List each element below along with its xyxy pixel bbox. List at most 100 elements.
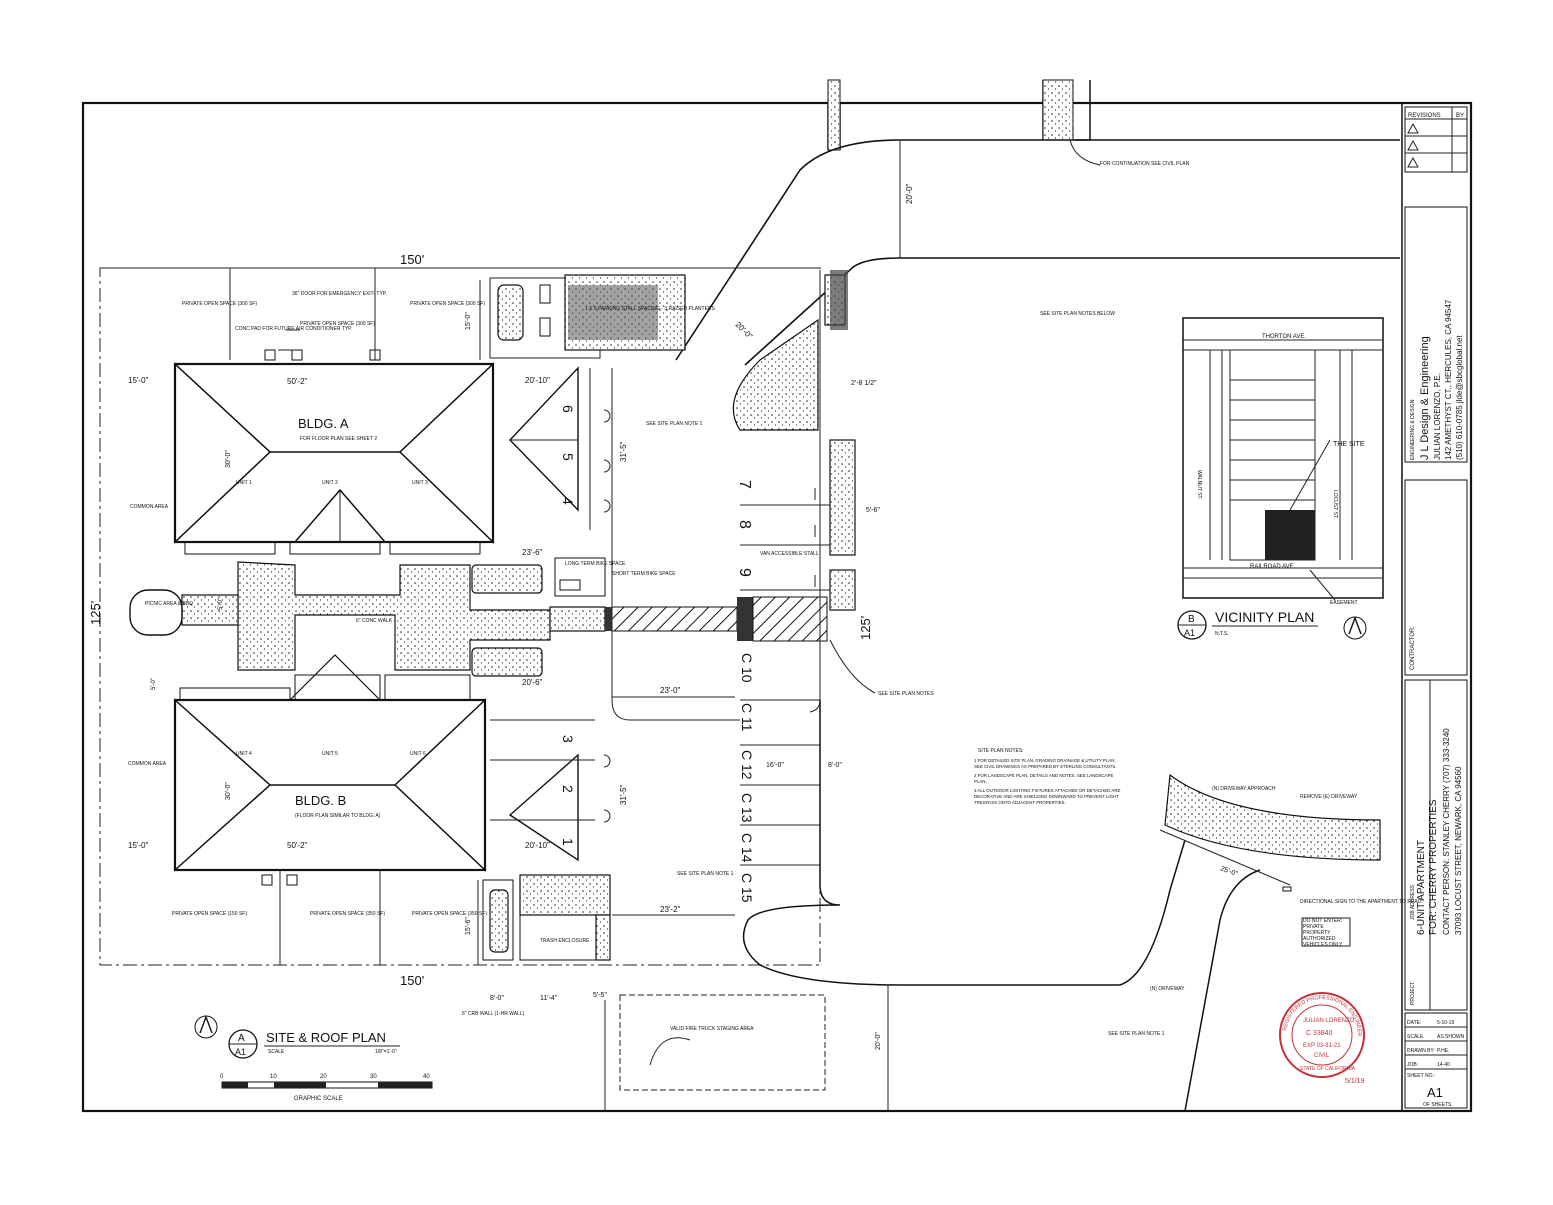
dim-stall-width: 16'-0"	[766, 762, 784, 769]
scale-tick-20: 20	[320, 1074, 327, 1080]
for-continuation-note: FOR CONTINUATION SEE CIVIL PLAN	[1100, 161, 1190, 167]
picnic-label: PICNIC AREA & BBQ	[145, 601, 193, 607]
short-term-bike-label: SHORT TERM BIKE SPACE	[612, 571, 676, 577]
stall-5: 5	[560, 453, 576, 461]
dim-walk-width: 5'-0"	[218, 598, 224, 610]
common-area-b: COMMON AREA	[128, 761, 167, 767]
the-site-label: THE SITE	[1333, 441, 1365, 448]
emergency-exit-note: 36" DOOR FOR EMERGENCY EXIT- TYP.	[292, 291, 387, 297]
do-not-enter-sign: DO NOT ENTER: PRIVATE PROPERTY AUTHORIZE…	[1303, 918, 1343, 948]
project-job-address: 37093 LOCUST STREET, NEWARK, CA 94560	[1454, 766, 1463, 935]
parking-stall-note: 1 X 5 PARKING STALL SPACING - 3 RAISED P…	[585, 306, 716, 312]
stall-4: 4	[560, 497, 576, 505]
dim-drive-bottom: 20'-0"	[875, 1032, 882, 1050]
dim-parking-depth-a: 31'-5"	[619, 441, 628, 462]
conc-walk-label: 6" CONC WALK	[356, 618, 393, 624]
picnic-area	[129, 589, 183, 636]
dim-drive-diag: 20'-0"	[734, 320, 755, 341]
bldg-a-label: BLDG. A	[298, 416, 349, 431]
stall-7: 7	[736, 480, 753, 489]
unit-6-label: UNIT 6	[410, 751, 426, 757]
graphic-scale-label: GRAPHIC SCALE	[294, 1096, 343, 1102]
unit-1-label: UNIT 1	[236, 480, 252, 486]
stall-c12: C 12	[739, 750, 755, 780]
job-label: JOB:	[1407, 1062, 1418, 1068]
firm-address: 142 AMETHYST CT., HERCULES, CA 94547	[1444, 299, 1453, 460]
fire-truck-label: VALID FIRE TRUCK STAGING AREA	[670, 1026, 754, 1032]
dim-setback-a: 15'-0"	[128, 376, 149, 385]
private-space-3: PRIVATE OPEN SPACE (300 SF)	[410, 301, 485, 307]
stamp-state: STATE OF CALIFORNIA	[1300, 1066, 1356, 1072]
graphic-scale	[221, 1081, 433, 1089]
vicinity-tag-sheet: A1	[1184, 628, 1195, 638]
dim-bldg-b-width: 50'-2"	[287, 841, 308, 850]
stall-c10: C 10	[739, 653, 755, 683]
stall-c15: C 15	[739, 873, 755, 903]
trash-label: TRASH ENCLOSURE	[540, 938, 590, 944]
site-scale-label: SCALE	[268, 1049, 285, 1055]
site-tag-sheet: A1	[235, 1047, 246, 1057]
dim-bottom-width: 150'	[400, 973, 424, 988]
revisions-by-label: BY	[1456, 113, 1464, 119]
fire-truck-staging	[619, 994, 826, 1091]
ac-pad-note: CONC PAD FOR FUTURE AIR CONDITIONER TYP.	[235, 326, 352, 332]
dim-trash-3: 5'-5"	[593, 992, 607, 999]
unit-3-label: UNIT 3	[412, 480, 428, 486]
see-site-plan-notes-label: SEE SITE PLAN NOTES	[878, 691, 934, 697]
see-site-plan-notes-top: SEE SITE PLAN NOTES BELOW	[1040, 311, 1115, 317]
dim-stall-8: 8'-0"	[828, 762, 842, 769]
stall-2: 2	[560, 785, 576, 793]
title-block	[1404, 106, 1468, 1109]
project-label: PROJECT:	[1410, 981, 1416, 1005]
stamp-signature: 5/1/19	[1345, 1078, 1365, 1085]
unit-4-label: UNIT 4	[236, 751, 252, 757]
see-site-plan-note-3: SEE SITE PLAN NOTE 1	[1108, 1031, 1165, 1037]
contractor-label: CONTRACTOR:	[1410, 626, 1416, 670]
dim-bldg-a-width: 50'-2"	[287, 377, 308, 386]
scale-label: SCALE	[1407, 1034, 1424, 1040]
see-site-plan-note-1: SEE SITE PLAN NOTE 1	[646, 421, 703, 427]
scale-tick-40: 40	[423, 1074, 430, 1080]
vicinity-plan	[1182, 317, 1384, 601]
sheet-no-label: SHEET NO.:	[1407, 1073, 1435, 1079]
dim-bldg-depth-a: 30'-0"	[225, 450, 232, 468]
vicinity-title: VICINITY PLAN	[1215, 609, 1314, 625]
dim-aisle-bottom: 20'-10"	[525, 841, 550, 850]
dim-rear-a: 15'-0"	[465, 312, 472, 330]
sheet-number: A1	[1427, 1085, 1443, 1100]
remove-driveway-label: REMOVE (E) DRIVEWAY	[1300, 794, 1358, 800]
stall-c11: C 11	[739, 703, 755, 732]
street-railroad: RAILROAD AVE.	[1250, 564, 1296, 570]
dim-right-setback: 2'-8 1/2"	[851, 380, 877, 387]
vicinity-tag-letter: B	[1188, 614, 1195, 625]
stamp-exp: EXP 03-31-21	[1303, 1043, 1341, 1049]
site-tag-letter: A	[238, 1033, 245, 1044]
dim-approach-width: 25'-0"	[1219, 865, 1239, 878]
dim-right-stall: 5'-6"	[866, 507, 880, 514]
of-sheets-label: OF SHEETS	[1423, 1102, 1452, 1108]
scale-tick-10: 10	[270, 1074, 277, 1080]
stall-c14: C 14	[739, 833, 755, 863]
stamp-name: JULIAN LORENZO	[1303, 1018, 1355, 1024]
curb-wall-note: 6" CRB WALL (1-HR WALL)	[462, 1011, 525, 1017]
site-plan-title: SITE & ROOF PLAN	[266, 1030, 386, 1045]
dim-drive-b: 23'-2"	[660, 905, 681, 914]
scale-tick-30: 30	[370, 1074, 377, 1080]
private-space-4: PRIVATE OPEN SPACE (150 SF)	[172, 911, 247, 917]
date-label: DATE:	[1407, 1020, 1421, 1026]
drawn-by-value: P.HE.	[1437, 1048, 1449, 1054]
dim-trash-2: 11'-4"	[540, 995, 558, 1002]
north-arrow-icon	[1343, 616, 1367, 640]
street-walnut: WALNUT ST.	[1196, 470, 1202, 499]
stall-9: 9	[736, 568, 753, 577]
stall-8: 8	[736, 520, 753, 529]
unit-5-label: UNIT 5	[322, 751, 338, 757]
building-b-roof	[173, 654, 487, 872]
bldg-b-note: (FLOOR PLAN SIMILAR TO BLDG. A)	[295, 813, 381, 819]
central-walkway	[181, 561, 828, 671]
directional-sign-note: DIRECTIONAL SIGN TO THE APARTMENT TO REA…	[1300, 899, 1423, 905]
building-a-roof	[173, 362, 495, 555]
dim-drive-a: 23'-0"	[660, 686, 681, 695]
stamp-number: C 33840	[1306, 1030, 1333, 1037]
